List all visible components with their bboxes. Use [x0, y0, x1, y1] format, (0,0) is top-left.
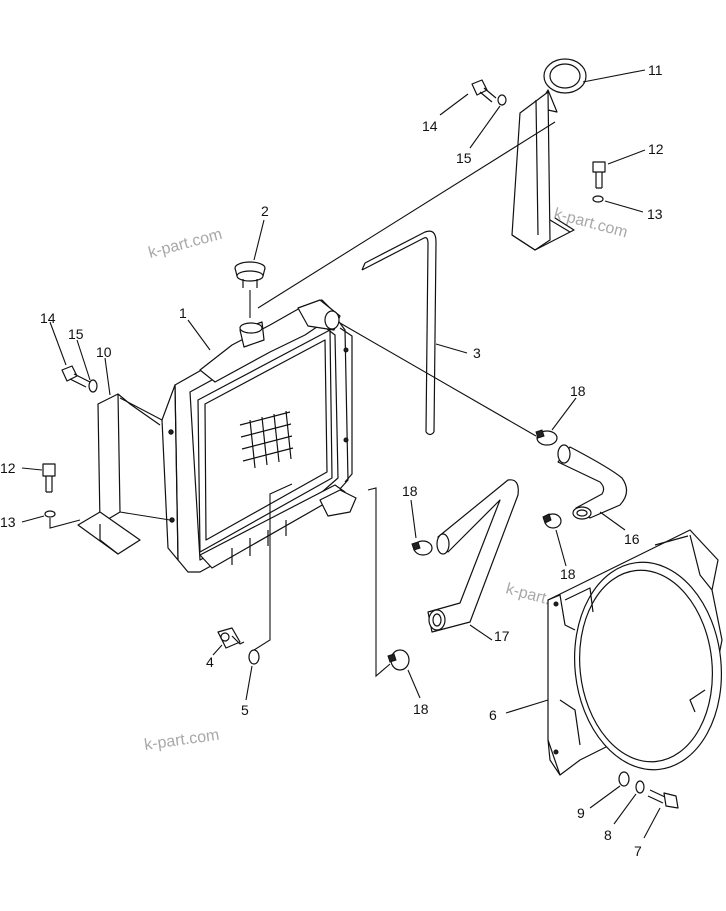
callout-17: 17: [494, 628, 510, 644]
washer-13-upper: [592, 195, 604, 203]
bolt-12-upper: [592, 161, 606, 189]
callout-18-lower: 18: [413, 701, 429, 717]
callout-9: 9: [577, 805, 585, 821]
hose-clamp-18a: [535, 429, 558, 446]
o-ring-part: [248, 649, 260, 665]
lower-hose-part: [427, 479, 519, 633]
callout-18-upper-right: 18: [570, 383, 586, 399]
callout-3: 3: [473, 345, 481, 361]
washer-9-part: [618, 771, 630, 787]
callout-12-upper: 12: [648, 141, 664, 157]
callout-13-left: 13: [0, 514, 16, 530]
radiator-part: [161, 299, 357, 573]
callout-18-right: 18: [560, 566, 576, 582]
callout-14-left: 14: [40, 310, 56, 326]
callout-18-center: 18: [402, 483, 418, 499]
hose-clamp-18d: [387, 649, 410, 671]
hose-clamp-18b: [411, 540, 433, 556]
callout-5: 5: [241, 702, 249, 718]
callout-7: 7: [634, 843, 642, 859]
callout-labels: 1 2 3 4 5 6 7 8 9 10 11 12 13 12 13 14 1…: [0, 62, 664, 859]
washer-15-left: [88, 379, 98, 393]
callout-8: 8: [604, 827, 612, 843]
left-stay-part: [77, 393, 161, 555]
callout-16: 16: [624, 531, 640, 547]
callout-10: 10: [96, 344, 112, 360]
washer-13-left: [44, 510, 56, 518]
fan-shroud-part: [547, 529, 723, 776]
bolt-14-left: [61, 365, 91, 388]
radiator-cap-part: [234, 261, 266, 288]
washer-15-upper: [497, 94, 507, 106]
washer-8-part: [635, 780, 645, 794]
overflow-pipe-part: [361, 230, 437, 436]
callout-4: 4: [206, 654, 214, 670]
watermark-4: k-part.com: [143, 727, 220, 754]
callout-13-upper: 13: [647, 206, 663, 222]
callout-15-upper: 15: [456, 150, 472, 166]
bolt-7-part: [647, 789, 679, 809]
watermark-1: k-part.com: [147, 226, 224, 262]
hose-clamp-18c: [542, 513, 562, 529]
callout-11: 11: [648, 62, 663, 78]
bolt-12-left: [42, 463, 56, 493]
bolt-14-upper: [471, 79, 497, 103]
callout-6: 6: [489, 707, 497, 723]
callout-2: 2: [261, 203, 269, 219]
callout-1: 1: [179, 305, 187, 321]
callout-14-upper: 14: [422, 118, 438, 134]
callout-12-left: 12: [0, 460, 16, 476]
upper-hose-part: [557, 444, 628, 520]
callout-15-left: 15: [68, 326, 84, 342]
drain-cock-part: [217, 627, 245, 649]
leader-lines: [21, 69, 661, 839]
